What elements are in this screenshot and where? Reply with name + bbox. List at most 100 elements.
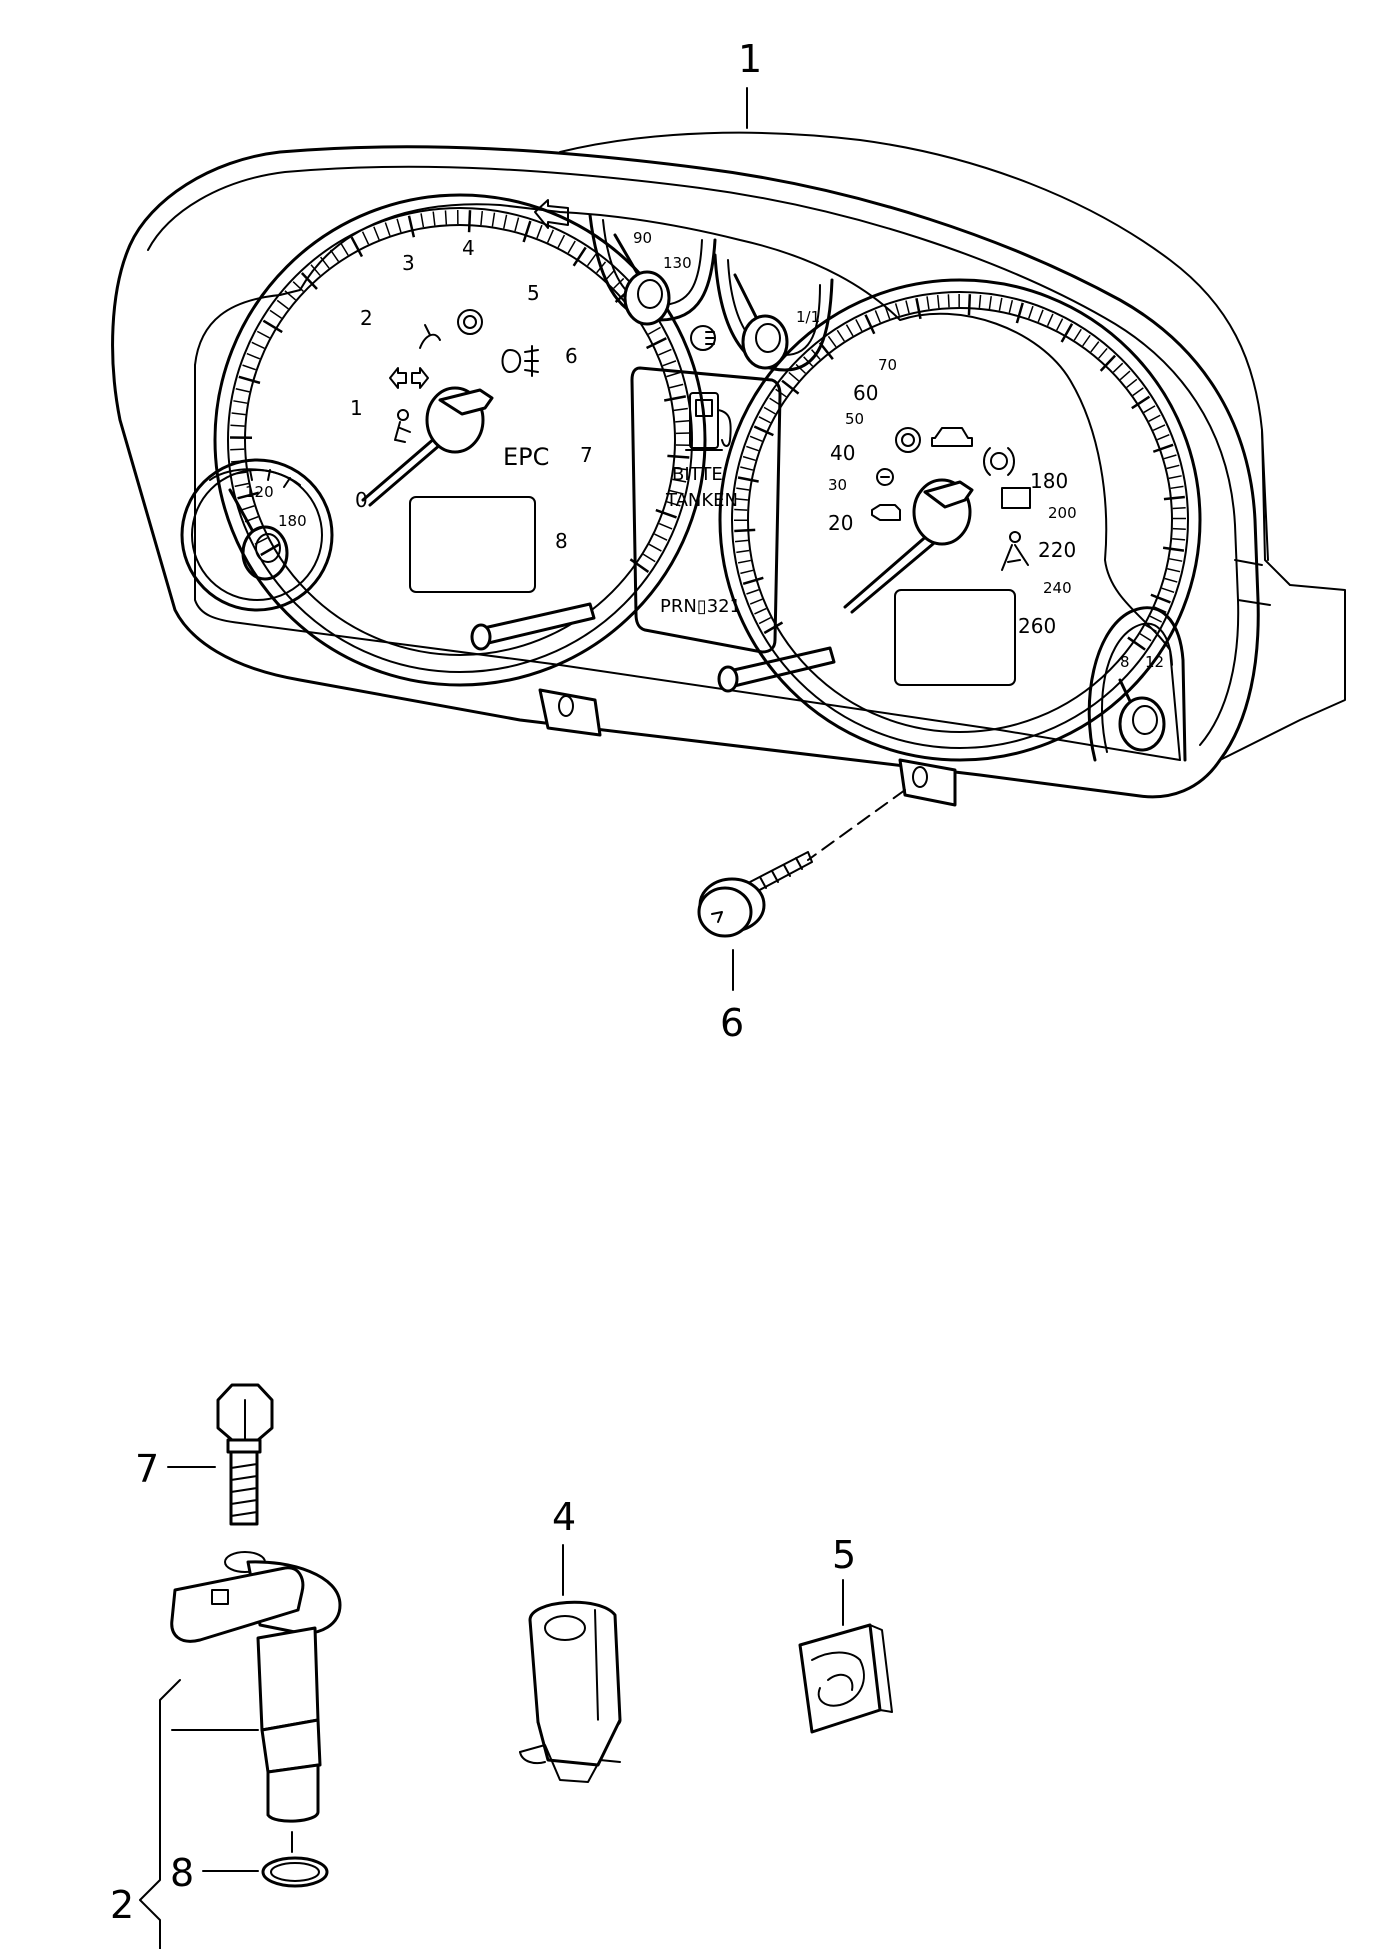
gauge-tick — [629, 558, 650, 573]
gauge-tick — [586, 253, 597, 267]
gauge-tick — [647, 326, 661, 335]
gauge-tick — [894, 303, 901, 317]
gauge-tick — [254, 537, 268, 545]
gauge-tick — [1168, 475, 1182, 480]
gauge-tick — [260, 542, 281, 557]
coolant-label-90: 90 — [633, 229, 652, 247]
gauge-tick — [1152, 424, 1166, 432]
headlight-icon — [690, 325, 716, 351]
turn-signal-icon — [389, 367, 429, 389]
gauge-tick — [420, 213, 425, 228]
gauge-tick — [1144, 624, 1157, 633]
brake-icon — [457, 309, 483, 335]
gauge-tick — [1127, 636, 1146, 651]
right-gauge-12: 12 — [1145, 653, 1164, 671]
speed-inner-70: 70 — [878, 356, 897, 374]
gauge-tick — [836, 329, 845, 342]
gauge-tick — [300, 272, 318, 290]
gauge-tick — [749, 435, 763, 442]
gauge-tick — [884, 306, 891, 320]
tach-6: 6 — [565, 344, 578, 368]
callout-7: 7 — [135, 1447, 159, 1491]
gauge-tick — [396, 218, 402, 233]
gauge-tick — [658, 348, 672, 356]
gauge-tick — [845, 324, 854, 337]
gauge-tick — [284, 290, 297, 301]
fog-light-icon — [501, 345, 539, 377]
gauge-tick — [1028, 305, 1034, 319]
gauge-tick — [740, 466, 754, 471]
gauge-tick — [444, 210, 448, 225]
gauge-tick — [947, 294, 950, 308]
gauge-tick — [674, 467, 689, 471]
gauge-tick — [1139, 633, 1152, 642]
gauge-tick — [662, 360, 677, 367]
gauge-tick — [1037, 309, 1044, 323]
gauge-tick — [669, 383, 684, 389]
gauge-tick — [329, 249, 340, 262]
airbag-icon — [394, 409, 411, 443]
gauge-tick — [654, 533, 668, 541]
gauge-tick — [232, 471, 247, 475]
gauge-tick — [1172, 527, 1186, 530]
gauge-tick — [407, 215, 416, 238]
gauge-tick — [491, 212, 496, 227]
gauge-tick — [1056, 318, 1064, 331]
speed-20: 20 — [828, 511, 853, 535]
temp-warning-icon — [876, 468, 894, 486]
gauge-tick — [522, 220, 532, 243]
bolt — [216, 1383, 274, 1526]
gauge-tick — [737, 476, 759, 483]
gauge-tick — [1132, 387, 1144, 397]
coolant-gauge: 90 130 — [534, 199, 717, 326]
door-warning-icon — [534, 199, 569, 229]
gauge-tick — [769, 397, 781, 406]
gauge-tick — [1167, 567, 1181, 573]
gauge-tick — [536, 224, 543, 239]
o-ring — [261, 1856, 329, 1888]
gauge-tick — [503, 214, 508, 229]
gauge-tick — [742, 455, 756, 462]
gauge-tick — [978, 294, 982, 308]
seatbelt-icon — [1001, 531, 1029, 571]
gauge-tick — [235, 388, 250, 393]
gauge-tick — [763, 621, 784, 635]
speed-180: 180 — [1030, 469, 1068, 493]
callout-6: 6 — [720, 1001, 744, 1045]
gauge-tick — [249, 526, 263, 534]
gauge-tick — [613, 277, 625, 289]
gauge-tick — [749, 598, 763, 605]
oil-pressure-icon — [419, 324, 441, 349]
gauge-tick — [1152, 443, 1174, 453]
gauge-tick — [673, 407, 688, 412]
instrument-cluster: 120 180 0 1 2 3 4 5 6 7 8 EPC — [111, 131, 1346, 861]
gauge-tick — [1119, 370, 1131, 381]
gauge-tick — [734, 528, 756, 533]
right-small-gauge: 8 12 — [1087, 606, 1187, 762]
engine-icon — [871, 504, 901, 521]
brake-pad-icon — [983, 447, 1015, 476]
gauge-tick — [675, 419, 690, 423]
gauge-tick — [988, 296, 992, 310]
gauge-tick — [1172, 506, 1186, 510]
gauge-tick — [567, 240, 576, 254]
gauge-tick — [1161, 587, 1175, 594]
callout-1: 1 — [738, 37, 762, 81]
gauge-tick — [572, 246, 587, 267]
gauge-tick — [230, 459, 246, 463]
gauge-tick — [967, 294, 972, 316]
gauge-tick — [926, 296, 930, 310]
gauge-tick — [310, 264, 321, 276]
gauge-tick — [746, 445, 759, 452]
gauge-tick — [233, 400, 248, 404]
speed-inner-50: 50 — [845, 410, 864, 428]
gauge-tick — [648, 543, 662, 552]
gauge-tick — [240, 505, 255, 511]
gauge-tick — [1169, 558, 1183, 562]
temp-label-180: 180 — [278, 512, 307, 530]
gauge-tick — [864, 314, 876, 335]
gauge-tick — [803, 356, 814, 367]
callout-5: 5 — [832, 1533, 856, 1577]
gauge-tick — [1112, 362, 1124, 373]
gauge-tick — [1131, 395, 1151, 410]
